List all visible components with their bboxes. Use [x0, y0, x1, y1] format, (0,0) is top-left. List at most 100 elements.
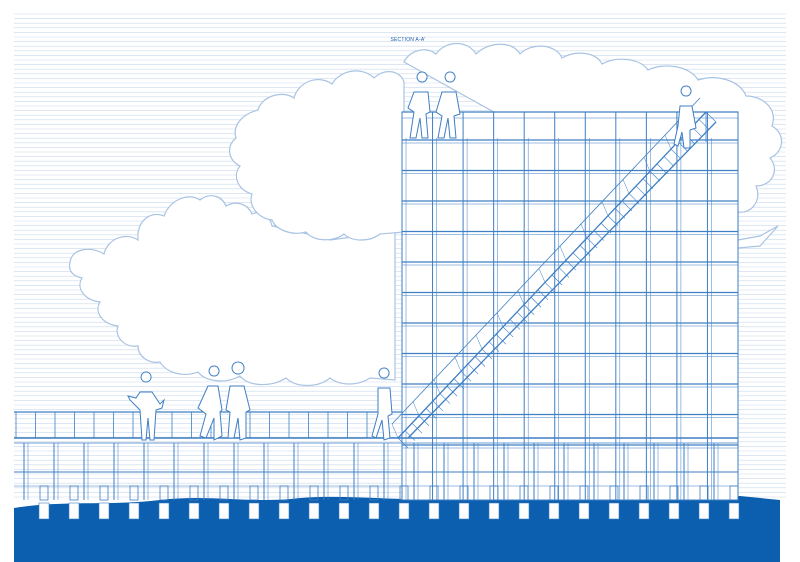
stair-tread [432, 400, 444, 412]
pile-upper [579, 485, 589, 501]
stair-baluster [517, 290, 525, 305]
pile-upper [69, 485, 79, 501]
pile-upper [699, 485, 709, 501]
stair-baluster [454, 357, 462, 372]
stair-tread [544, 282, 556, 293]
stair-tread [537, 289, 549, 301]
tower-frame [401, 111, 739, 501]
pile-base [578, 502, 590, 520]
pile-base [728, 502, 740, 520]
pile-upper [219, 485, 229, 501]
cloud-upper [229, 70, 405, 241]
stair-baluster [664, 134, 672, 150]
stair-tread [628, 193, 640, 204]
stair-tread [607, 215, 619, 226]
stair-baluster [643, 157, 651, 172]
stair-tread [579, 245, 591, 256]
person-at-stair-base [371, 367, 393, 441]
stair-tread [572, 252, 584, 263]
stair-tread [439, 393, 451, 404]
stair-tread [418, 415, 430, 426]
pile-upper [279, 485, 289, 501]
person-top-1 [407, 71, 431, 139]
pile-base [368, 502, 380, 520]
stair-tread [467, 363, 479, 375]
stair-tread [446, 385, 458, 397]
pile-upper [489, 485, 499, 501]
pile-upper [129, 485, 139, 501]
stair-tread [523, 304, 535, 315]
stair-tread [404, 430, 416, 441]
pile-upper [39, 485, 49, 501]
stair-tread [600, 222, 612, 234]
stair-baluster [580, 223, 588, 239]
person-top-2 [435, 71, 461, 139]
stair-stringer-bottom [407, 121, 717, 439]
section-title: SECTION A-A' [390, 37, 425, 43]
stair-tread [593, 230, 605, 241]
stair-tread [551, 274, 563, 286]
pile-upper [309, 485, 319, 501]
stair-tread [642, 178, 654, 189]
person-pointing [127, 371, 165, 441]
stair-baluster [433, 379, 441, 394]
stair-tread [481, 348, 493, 360]
stair-tread [565, 259, 577, 271]
pile-upper [609, 485, 619, 501]
pile-base [308, 502, 320, 520]
pile-base [428, 502, 440, 520]
stair-tread [502, 326, 514, 338]
pile-base [458, 502, 470, 520]
stair-tread [495, 334, 507, 345]
person-walking-2 [225, 361, 251, 441]
pile-base [98, 502, 110, 520]
stair-tread [474, 356, 486, 367]
stair-tread [397, 437, 409, 449]
stair-baluster [622, 179, 630, 194]
pile-base [398, 502, 410, 520]
pile-upper [159, 485, 169, 501]
pile-base [608, 502, 620, 520]
stair-tread [635, 185, 647, 197]
stair-handrail [391, 97, 701, 425]
pile-base [548, 502, 560, 520]
stair-tread [488, 341, 500, 352]
pile-upper [639, 485, 649, 501]
pile-upper [669, 485, 679, 501]
stair-tread [586, 237, 598, 249]
stair-tread [663, 156, 675, 167]
person-on-stair [673, 85, 697, 149]
stair-tread [705, 111, 717, 123]
pile-upper [729, 485, 739, 501]
stair-baluster [559, 246, 567, 261]
stair-tread [649, 171, 661, 182]
pile-base [638, 502, 650, 520]
pile-base [278, 502, 290, 520]
pile-base [38, 502, 50, 520]
stair-tread [698, 119, 710, 130]
stair-tread [425, 408, 437, 419]
stair-tread [656, 163, 668, 175]
pile-base [158, 502, 170, 520]
stair-tread [509, 319, 521, 330]
people-silhouettes [127, 71, 697, 441]
pile-base [128, 502, 140, 520]
pile-upper [459, 485, 469, 501]
pile-upper [429, 485, 439, 501]
pier-piles [38, 485, 740, 520]
stair-tread [460, 371, 472, 382]
pile-base [488, 502, 500, 520]
pile-base [218, 502, 230, 520]
pile-upper [99, 485, 109, 501]
pile-upper [519, 485, 529, 501]
stair-baluster [391, 423, 399, 439]
stair-baluster [496, 312, 504, 327]
stair-tread [614, 208, 626, 219]
stair-baluster [538, 268, 546, 283]
stair-baluster [412, 401, 420, 416]
stair-baluster [475, 334, 483, 350]
cloud-left [68, 195, 396, 387]
stair-tread [411, 422, 423, 434]
